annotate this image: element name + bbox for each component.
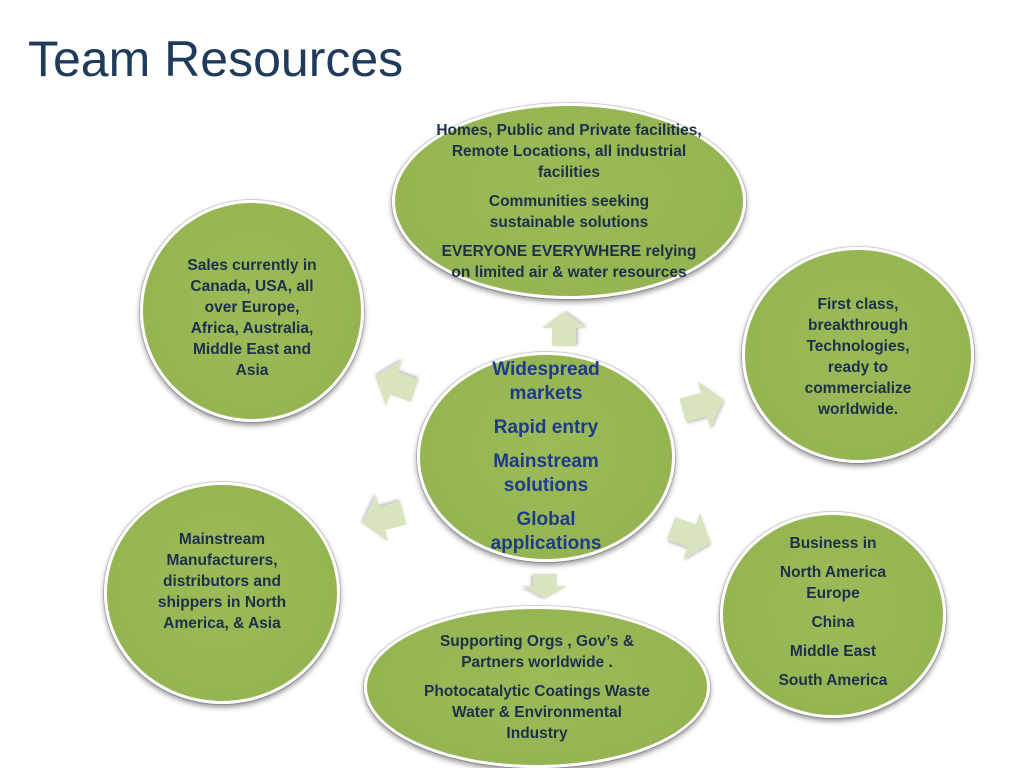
node-top: Homes, Public and Private facilities, Re…	[392, 103, 746, 299]
node-bottom-line-1: Supporting Orgs , Gov’s & Partners world…	[439, 633, 635, 671]
arrow-upper-right-icon	[679, 381, 724, 428]
page-title: Team Resources	[28, 31, 404, 87]
node-upper-right: First class, breakthrough Technologies, …	[742, 247, 974, 463]
arrow-down-icon	[523, 574, 567, 598]
node-upper-left: Sales currently in Canada, USA, all over…	[140, 200, 364, 422]
node-lower-right-line-5: South America	[778, 672, 888, 689]
hub-line-4: Global applications	[490, 509, 602, 554]
arrow-upper-left-icon	[375, 360, 419, 406]
node-lower-left-text: Mainstream Manufacturers, distributors a…	[157, 531, 287, 632]
node-lower-right-line-1: Business in	[789, 535, 877, 552]
node-lower-right-line-4: Middle East	[789, 643, 877, 660]
hub-line-1: Widespread markets	[492, 359, 600, 404]
node-lower-right-line-3: China	[811, 614, 855, 631]
node-bottom-line-2: Photocatalytic Coatings Waste Water & En…	[424, 683, 650, 742]
node-top-line-2: Communities seeking sustainable solution…	[488, 192, 650, 231]
node-upper-right-text: First class, breakthrough Technologies, …	[804, 296, 912, 418]
node-lower-right-line-2: North America Europe	[779, 564, 887, 602]
arrow-lower-left-icon	[362, 495, 407, 542]
arrow-lower-right-icon	[667, 513, 711, 559]
node-lower-left: Mainstream Manufacturers, distributors a…	[104, 482, 340, 704]
node-bottom: Supporting Orgs , Gov’s & Partners world…	[364, 606, 710, 768]
arrow-up-icon	[542, 312, 586, 346]
node-lower-right: Business in North America Europe China M…	[720, 512, 946, 718]
hub-line-2: Rapid entry	[493, 417, 599, 438]
node-top-line-1: Homes, Public and Private facilities, Re…	[436, 121, 702, 181]
node-upper-left-text: Sales currently in Canada, USA, all over…	[187, 257, 317, 379]
node-top-line-3: EVERYONE EVERYWHERE relying on limited a…	[441, 242, 697, 281]
hub-line-3: Mainstream solutions	[493, 451, 599, 496]
hub-node: Widespread markets Rapid entry Mainstrea…	[417, 352, 675, 562]
